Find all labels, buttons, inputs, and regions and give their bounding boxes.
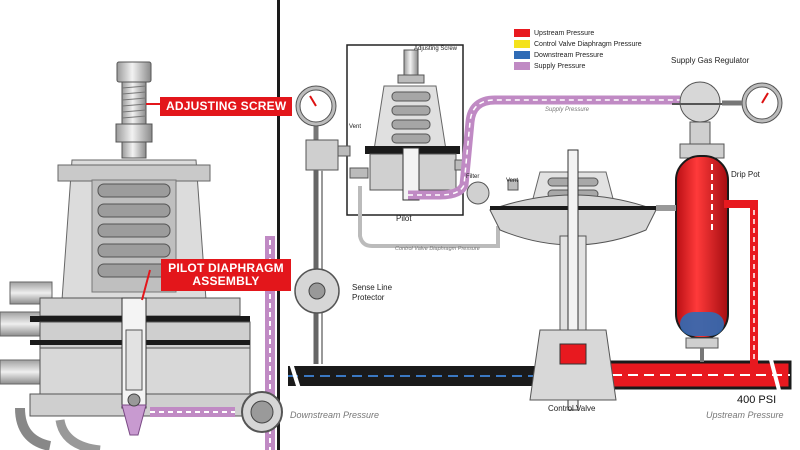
legend-item: Downstream Pressure [514,50,642,60]
pilot-regulator [349,49,468,201]
callout-pilot-diaphragm-line1: PILOT DIAPHRAGM [168,261,284,275]
pilot-spring [91,179,177,293]
label-control-valve: Control Valve [548,404,596,413]
panel-divider [277,0,280,450]
legend-label: Downstream Pressure [534,51,604,59]
control-valve-diaphragm-line [358,186,500,248]
legend-swatch [514,40,530,48]
label-sense-line-2: Protector [352,293,385,302]
legend-swatch [514,51,530,59]
pilot-highlight-box [346,44,464,216]
label-vent-pilot: Vent [349,124,362,130]
label-filter: Filter [466,174,480,180]
legend-item: Upstream Pressure [514,28,642,38]
callout-pilot-diaphragm-line2: ASSEMBLY [192,274,260,288]
regulator-gauge [722,82,783,124]
callout-adjusting-screw: ADJUSTING SCREW [160,97,293,116]
legend-item: Supply Pressure [514,61,642,71]
label-vent-valve: Vent [506,178,519,184]
label-drip-pot: Drip Pot [731,170,760,179]
callout-pilot-diaphragm: PILOT DIAPHRAGM ASSEMBLY [161,259,291,291]
label-supply-gas-regulator: Supply Gas Regulator [671,56,750,65]
legend-label: Supply Pressure [534,62,586,70]
legend-swatch [514,29,530,37]
label-downstream-pressure: Downstream Pressure [290,410,380,420]
label-supply-pressure-line: Supply Pressure [545,107,590,113]
right-panel [288,44,792,411]
adjusting-screw [115,61,153,159]
control-valve [489,149,657,411]
label-sense-line-1: Sense Line [352,283,393,292]
pilot-gauge [295,85,337,146]
legend-label: Control Valve Diaphragm Pressure [534,40,642,48]
legend-label: Upstream Pressure [534,29,595,37]
label-pressure-value: 400 PSI [737,394,777,406]
valve-vent [507,179,519,191]
sense-line-protector [294,268,340,314]
left-panel [0,0,283,450]
label-upstream-pressure: Upstream Pressure [706,410,784,420]
drip-pot [675,143,729,362]
label-adjusting-screw: Adjusting Screw [414,46,458,52]
sense-line [305,139,351,364]
label-cv-diaphragm-line: Control Valve Diaphragm Pressure [395,246,480,252]
legend-swatch [514,62,530,70]
supply-pressure-line [408,95,680,200]
filter [466,181,490,205]
label-pilot: Pilot [396,214,412,223]
callout-adjusting-screw-text: ADJUSTING SCREW [166,99,287,113]
supply-gas-regulator [672,81,728,160]
legend-item: Control Valve Diaphragm Pressure [514,39,642,49]
